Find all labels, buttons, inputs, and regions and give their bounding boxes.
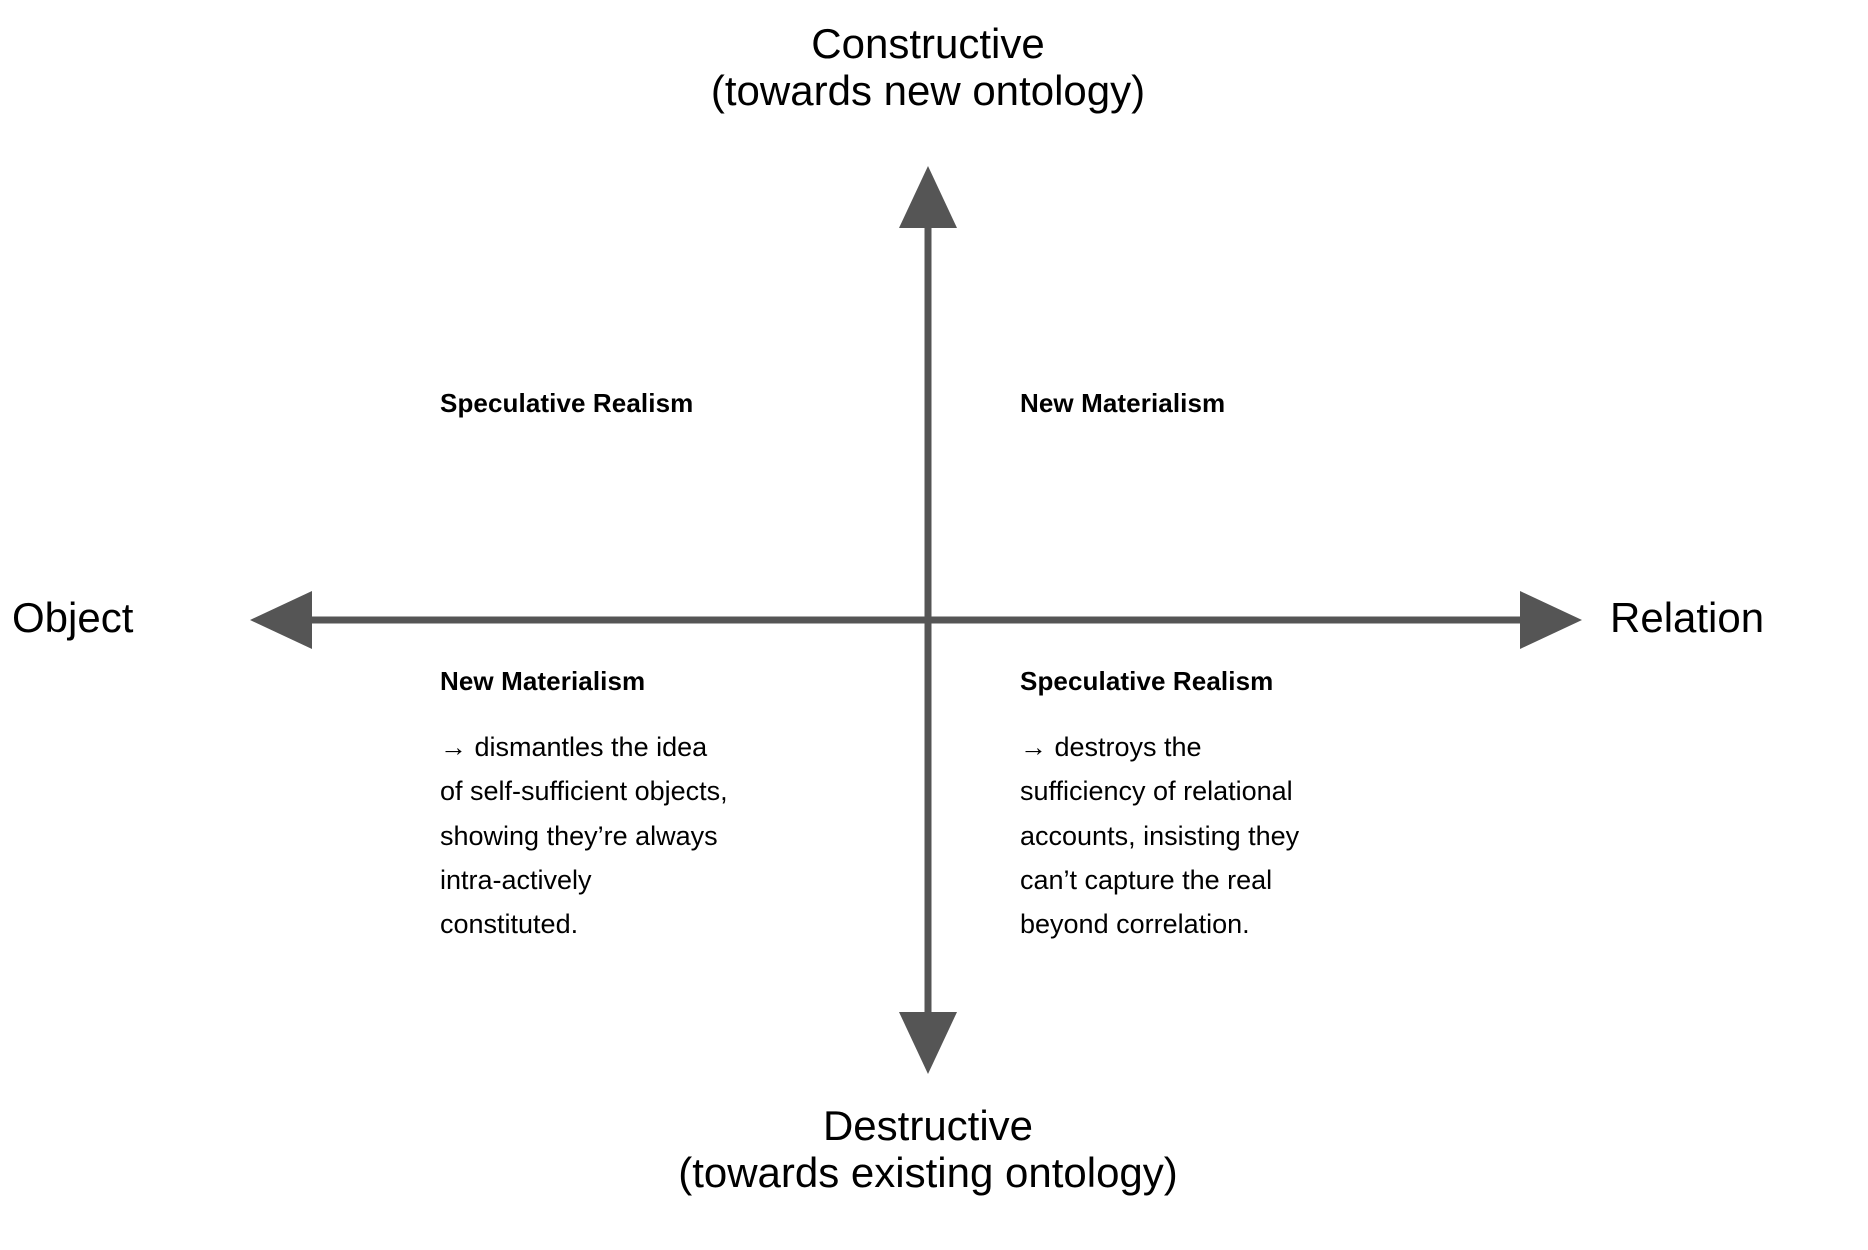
quadrant-bottom-right-title: Speculative Realism [1020, 666, 1274, 696]
quadrant-bottom-left: New Materialism → dismantles the idea of… [440, 666, 870, 947]
axis-pole-label-object: Object [12, 594, 134, 641]
quadrant-top-right: New Materialism [1020, 388, 1450, 419]
quadrant-top-right-title: New Materialism [1020, 388, 1226, 418]
quadrant-top-left-title: Speculative Realism [440, 388, 694, 418]
axis-arrowhead-down-icon [899, 1012, 957, 1074]
quadrant-bottom-right-body: → destroys the sufficiency of relational… [1020, 732, 1300, 940]
axis-arrowhead-up-icon [899, 166, 957, 228]
quadrant-bottom-left-title: New Materialism [440, 666, 646, 696]
quadrant-top-left: Speculative Realism [440, 388, 870, 419]
axis-pole-label-destructive: Destructive (towards existing ontology) [678, 1102, 1178, 1197]
axis-pole-label-relation: Relation [1610, 594, 1765, 641]
quadrant-bottom-right: Speculative Realism → destroys the suffi… [1020, 666, 1450, 947]
axis-arrowhead-right-icon [1520, 591, 1582, 649]
axis-pole-label-constructive: Constructive (towards new ontology) [710, 20, 1146, 115]
quadrant-bottom-left-body: → dismantles the idea of self-sufficient… [440, 732, 728, 940]
axis-arrowhead-left-icon [250, 591, 312, 649]
